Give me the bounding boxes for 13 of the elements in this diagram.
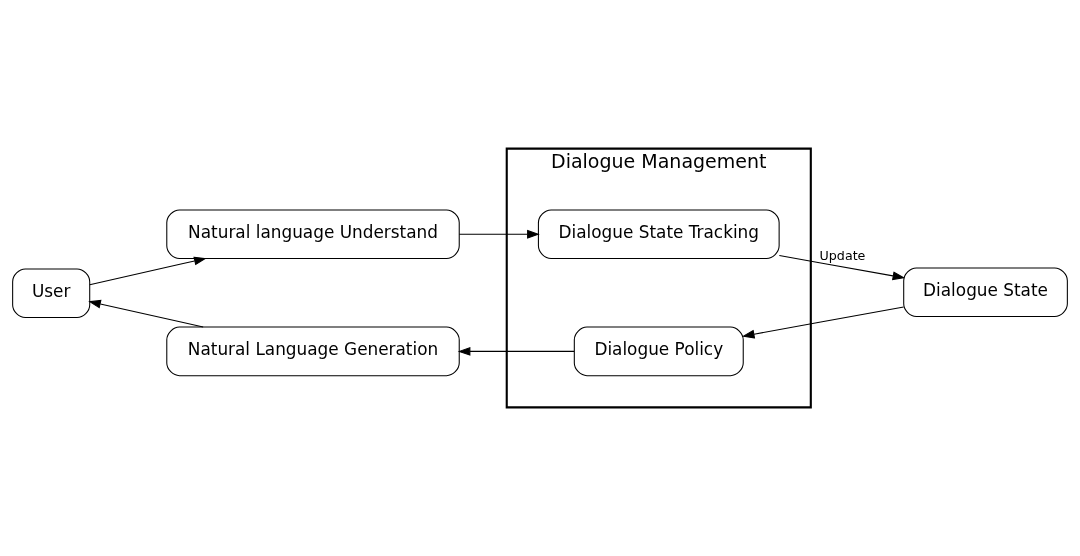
node-box: Natural language Understand bbox=[166, 209, 460, 259]
node-box: Natural Language Generation bbox=[166, 326, 460, 377]
node-box: User bbox=[12, 268, 91, 319]
arrow bbox=[778, 255, 906, 281]
node-box: Dialogue State bbox=[903, 267, 1068, 318]
node-box: Dialogue State Tracking bbox=[537, 209, 780, 259]
arrow bbox=[458, 229, 540, 239]
arrow bbox=[89, 256, 207, 286]
arrow bbox=[88, 299, 204, 328]
arrow bbox=[457, 346, 575, 356]
edge-label: Update bbox=[819, 248, 866, 264]
arrow bbox=[741, 306, 905, 339]
node-box: Dialogue Policy bbox=[573, 326, 744, 377]
